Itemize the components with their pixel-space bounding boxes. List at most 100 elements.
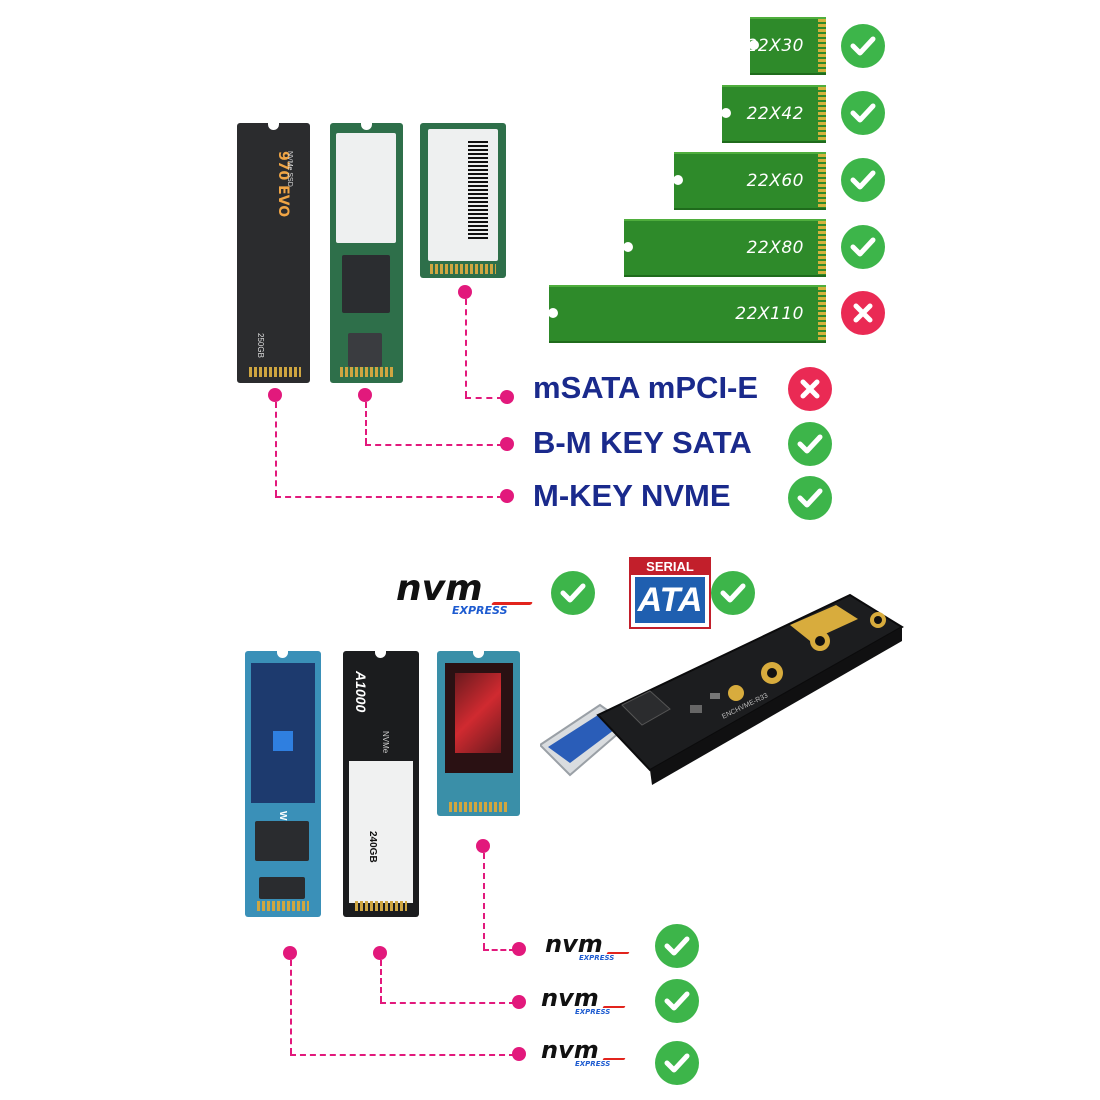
serial-ata-logo: SERIAL ATA: [629, 557, 711, 629]
gold-contacts: [355, 901, 407, 911]
drive-sub: NVMe: [381, 731, 390, 754]
nvm-logo-word: nvm: [396, 568, 483, 609]
interface-label-m-nvme: M-KEY NVME: [533, 478, 731, 513]
cross-icon: [788, 367, 832, 411]
size-label: 22X42: [746, 104, 804, 124]
gold-contacts: [249, 367, 301, 377]
drive-notch: [277, 651, 288, 658]
gold-contacts: [257, 901, 309, 911]
drive-sub: NVMe SSD: [286, 151, 293, 187]
nvm-logo-word: nvm: [541, 984, 599, 1012]
connector-dot: [476, 839, 490, 853]
size-bar-22x60: 22X60: [673, 152, 826, 210]
wd-blue-drive: WD BLUE: [245, 651, 321, 917]
connector-line: [380, 1002, 515, 1004]
sata-logo-top: SERIAL: [631, 559, 709, 575]
size-bar-22x80: 22X80: [623, 219, 826, 277]
nvm-logo-express: EXPRESS: [575, 1060, 611, 1068]
check-icon: [841, 24, 885, 68]
nvm-logo-swoosh: [491, 602, 533, 605]
bar-pins: [818, 19, 826, 73]
connector-line: [275, 496, 503, 498]
nvm-logo-swoosh: [602, 1006, 626, 1008]
nvm-logo-swoosh: [602, 1058, 626, 1060]
nvm-express-logo: nvm EXPRESS: [396, 568, 536, 618]
connector-line: [365, 444, 503, 446]
size-label: 22X60: [746, 171, 804, 191]
a1000-nvme-drive: A1000 NVMe 240GB: [343, 651, 419, 917]
connector-line: [465, 299, 467, 397]
size-bar-22x110: 22X110: [548, 285, 826, 343]
controller-chip: [348, 333, 382, 367]
connector-dot: [358, 388, 372, 402]
cross-icon: [841, 291, 885, 335]
connector-line: [275, 402, 277, 496]
nvm-logo-word: nvm: [541, 1036, 599, 1064]
memory-chip: [342, 255, 390, 313]
check-icon: [841, 225, 885, 269]
connector-line: [483, 949, 515, 951]
connector-line: [290, 1054, 515, 1056]
size-label: 22X110: [735, 304, 804, 324]
connector-dot: [512, 1047, 526, 1061]
connector-dot: [500, 489, 514, 503]
connector-line: [290, 960, 292, 1054]
nvm-logo-express: EXPRESS: [452, 604, 508, 617]
size-label: 22X30: [746, 36, 804, 56]
gold-contacts: [340, 367, 394, 377]
nvm-logo-word: nvm: [545, 930, 603, 958]
connector-dot: [500, 437, 514, 451]
sata-ssd-drive: [330, 123, 403, 383]
check-icon: [655, 924, 699, 968]
size-bar-22x30: 22X30: [746, 17, 826, 75]
check-icon: [655, 979, 699, 1023]
check-icon: [655, 1041, 699, 1085]
check-icon: [841, 91, 885, 135]
drive-notch: [375, 651, 386, 658]
bar-notch: [673, 175, 683, 185]
check-icon: [788, 422, 832, 466]
connector-dot: [268, 388, 282, 402]
usb-m2-adapter: ENCHVME-R33: [538, 585, 910, 805]
connector-dot: [458, 285, 472, 299]
controller-chip: [259, 877, 305, 899]
drive-notch: [361, 123, 372, 130]
msata-drive: [420, 123, 506, 278]
connector-line: [465, 397, 503, 399]
check-icon: [841, 158, 885, 202]
memory-chip: [255, 821, 309, 861]
connector-line: [483, 853, 485, 949]
connector-line: [365, 402, 367, 444]
bar-notch: [623, 242, 633, 252]
drive-label: [445, 663, 513, 773]
bar-pins: [818, 221, 826, 275]
adapter-illustration: [538, 593, 904, 785]
connector-dot: [512, 995, 526, 1009]
nvm-express-logo-row-3: nvm EXPRESS: [541, 1036, 631, 1072]
drive-label: [251, 663, 315, 803]
m2-2242-drive: [437, 651, 520, 816]
bar-notch: [548, 308, 558, 318]
bar-notch: [749, 40, 759, 50]
drive-brand: A1000: [353, 671, 369, 713]
nvm-logo-express: EXPRESS: [579, 954, 615, 962]
bar-pins: [818, 154, 826, 208]
drive-brand: 970 EVO: [275, 151, 291, 218]
wd-blue-square: [273, 731, 293, 751]
label-stripe: [455, 673, 501, 753]
connector-dot: [512, 942, 526, 956]
drive-label: [336, 133, 396, 243]
size-bar-22x42: 22X42: [721, 85, 826, 143]
samsung-970-evo-drive: 970 EVO NVMe SSD 250GB: [237, 123, 310, 383]
connector-dot: [373, 946, 387, 960]
gold-contacts: [430, 264, 496, 274]
nvm-express-logo-row-2: nvm EXPRESS: [541, 984, 631, 1020]
connector-dot: [283, 946, 297, 960]
drive-capacity: 240GB: [367, 831, 378, 863]
drive-notch: [268, 123, 279, 130]
barcode: [468, 141, 488, 241]
check-icon: [788, 476, 832, 520]
nvm-express-logo-row-1: nvm EXPRESS: [545, 930, 635, 966]
connector-line: [380, 960, 382, 1002]
nvm-logo-swoosh: [606, 952, 630, 954]
